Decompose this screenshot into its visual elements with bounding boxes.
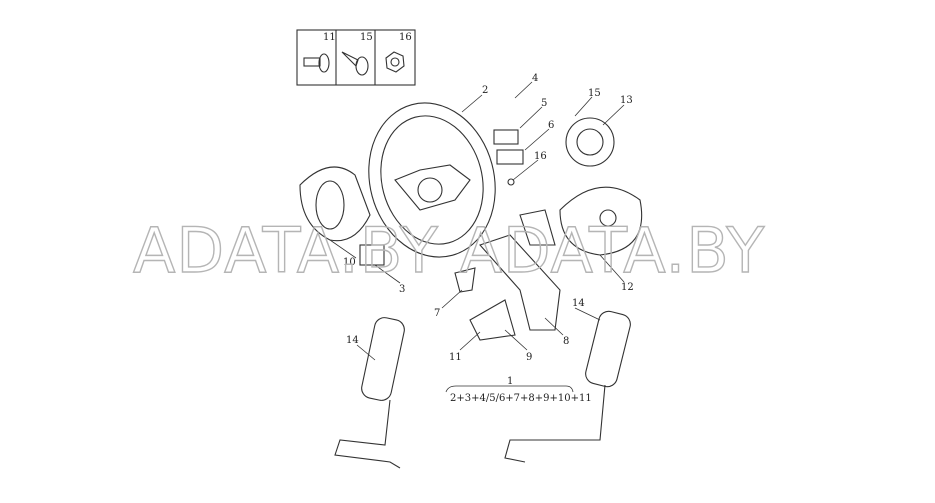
- callout-12: 12: [621, 282, 634, 293]
- upper-trim: [519, 209, 556, 246]
- watermark: ADATA.BY ADATA.BY: [133, 214, 765, 287]
- callout-13: 13: [620, 95, 633, 106]
- rear-cover: [299, 166, 371, 242]
- nut-icon: [385, 51, 405, 73]
- callout-14-left: 14: [346, 335, 359, 346]
- callout-4: 4: [532, 73, 538, 84]
- fastener-label-11: 11: [323, 32, 336, 43]
- screw-icon: [303, 53, 330, 73]
- callout-8: 8: [563, 336, 569, 347]
- trim-plate-9: [469, 299, 516, 341]
- leader-lines: [329, 81, 625, 393]
- callout-3: 3: [399, 284, 405, 295]
- tapping-screw-icon: [341, 51, 369, 76]
- fastener-legend-box: 11 15 16: [296, 29, 416, 86]
- clock-spring: [565, 117, 615, 167]
- knee-airbag-left: [334, 317, 405, 469]
- callout-16: 16: [534, 151, 547, 162]
- fastener-label-15: 15: [360, 32, 373, 43]
- switch-bracket: [359, 244, 385, 266]
- switch-parts: [493, 129, 524, 186]
- callout-2: 2: [482, 85, 488, 96]
- knee-airbag-right: [504, 310, 631, 463]
- callout-1: 1: [507, 376, 513, 387]
- lower-trim: [479, 234, 561, 331]
- assembly-formula: 2+3+4/5/6+7+8+9+10+11: [450, 393, 592, 404]
- callout-14-right: 14: [572, 298, 585, 309]
- steering-wheel: [368, 102, 496, 258]
- callout-15: 15: [588, 88, 601, 99]
- callout-6: 6: [548, 120, 554, 131]
- callout-11: 11: [449, 352, 462, 363]
- callout-10: 10: [343, 257, 356, 268]
- callout-5: 5: [541, 98, 547, 109]
- driver-airbag: [559, 186, 643, 256]
- callout-9: 9: [526, 352, 532, 363]
- fastener-label-16: 16: [399, 32, 412, 43]
- callout-7: 7: [434, 308, 440, 319]
- cover-part-7: [454, 267, 476, 293]
